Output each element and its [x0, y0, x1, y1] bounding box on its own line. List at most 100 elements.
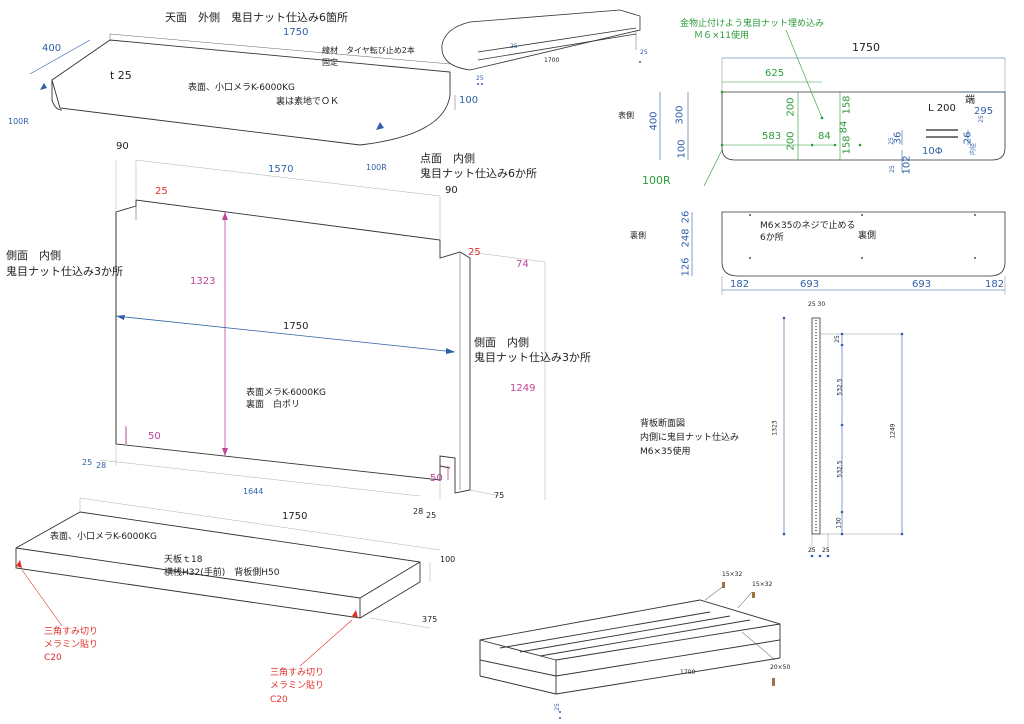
main-surface-1: 表面メラK-6000KG: [246, 388, 326, 398]
section-title-1: 背板断面図: [640, 419, 686, 429]
right-small-a: 25: [887, 137, 895, 145]
main-1249: 1249: [510, 383, 536, 394]
bottom-plate: 天板ｔ18: [164, 555, 203, 565]
top-panel-title: 天面 外側 鬼目ナット仕込み6箇所: [165, 11, 348, 24]
right-small-c: 25: [977, 115, 985, 123]
right-depth: 400: [648, 111, 660, 131]
right-r100: 100R: [642, 174, 671, 187]
right-small-b: 25: [888, 165, 896, 173]
section-title-2: 内側に鬼目ナット仕込み: [640, 433, 740, 443]
bottom-1750: 1750: [282, 511, 308, 522]
section-130: 130: [835, 517, 843, 529]
tray-20x50: 20×50: [770, 664, 791, 671]
bottom-right-3: C20: [270, 695, 288, 705]
bottom-left-2: メラミン貼り: [44, 640, 99, 650]
main-dim-lines: [115, 212, 456, 480]
top-small-25a: 25: [510, 43, 518, 50]
right-625: 625: [765, 68, 785, 79]
back-693b: 693: [912, 279, 932, 290]
tray-drawing: [479, 584, 781, 695]
bottom-surface: 表面、小口メラK-6000KG: [50, 532, 157, 542]
label-side-right-2: 鬼目ナット仕込み3か所: [474, 351, 591, 364]
main-1644: 1644: [243, 487, 264, 496]
right-36: 36: [892, 131, 904, 145]
right-back-view-drawing: [691, 211, 1006, 295]
section-25top: 25: [833, 335, 841, 343]
top-panel-drawing: [29, 33, 456, 146]
main-25c: 25: [82, 458, 93, 467]
top-radius-right: 100R: [366, 163, 387, 172]
top-length: 1750: [283, 27, 309, 38]
label-side-right-1: 側面 内側: [474, 336, 529, 349]
right-583: 583: [762, 131, 782, 142]
right-end: 端: [965, 95, 975, 106]
main-panel-drawing: [99, 159, 546, 500]
top-depth: 400: [42, 43, 62, 54]
tray-15x32a: 15×32: [722, 571, 743, 578]
bottom-right-1: 三角すみ切り: [270, 668, 325, 678]
label-side-left-1: 側面 内側: [6, 249, 61, 262]
bottom-leaders: [21, 569, 353, 667]
right-200b: 200: [785, 131, 797, 151]
right-200a: 200: [785, 97, 797, 117]
right-300: 300: [674, 105, 686, 125]
top-surface: 表面、小口メラK-6000KG: [188, 83, 295, 93]
back-248: 248: [680, 228, 692, 248]
main-1750: 1750: [283, 321, 309, 332]
section-view-dots: [782, 316, 904, 558]
top-small-25c: 25: [640, 49, 648, 56]
tray-1700: 1700: [680, 669, 696, 676]
back-126: 126: [680, 257, 692, 277]
top-line-material: 線材 タイヤ転び止め2本: [322, 46, 415, 55]
section-25-30: 25 30: [808, 301, 826, 308]
top-small-25b: 25: [476, 75, 484, 82]
bottom-100: 100: [440, 555, 456, 564]
right-158a: 158: [841, 95, 853, 115]
back-note-2: 6か所: [760, 233, 784, 243]
main-28b: 28: [413, 507, 424, 516]
main-28a: 28: [96, 461, 107, 470]
main-1570: 1570: [268, 164, 294, 175]
section-25l: 25: [808, 547, 816, 554]
right-note-2: Ｍ６×11使用: [694, 31, 749, 41]
label-point-1: 点面 内側: [420, 152, 475, 165]
back-note-1: M6×35のネジで止める: [760, 221, 856, 231]
back-182b: 182: [985, 279, 1005, 290]
back-note-ura: 裏側: [858, 231, 877, 241]
right-84a: 84: [818, 131, 831, 142]
tray-material-swatches: [722, 582, 775, 686]
main-25b: 25: [468, 247, 481, 258]
top-back-note: 裏は素地でＯＫ: [276, 97, 340, 107]
main-surface-2: 裏面 白ポリ: [246, 400, 301, 410]
main-90a: 90: [116, 141, 129, 152]
top-height: 100: [459, 95, 479, 106]
main-74: 74: [516, 259, 529, 270]
right-102: 102: [901, 155, 913, 175]
tray-15x32b: 15×32: [752, 581, 773, 588]
right-note-1: 金物止付けよう鬼目ナット埋め込み: [680, 19, 825, 29]
main-50a: 50: [148, 431, 161, 442]
section-5325a: 532.5: [836, 378, 844, 396]
bottom-rail: 横桟H32(手前) 背板側H50: [164, 568, 280, 578]
main-1323: 1323: [190, 276, 216, 287]
section-title-3: M6×35使用: [640, 447, 691, 457]
right-small-d: 内径: [970, 142, 978, 156]
right-top-view-dots: [720, 90, 862, 147]
bottom-375: 375: [422, 615, 438, 624]
bottom-panel-drawing: [15, 497, 441, 629]
main-90b: 90: [445, 185, 458, 196]
section-view-drawing: [783, 317, 903, 552]
section-25r: 25: [822, 547, 830, 554]
label-omote: 表側: [618, 111, 634, 120]
right-295: 295: [974, 106, 994, 117]
top-radius-left: 100R: [8, 117, 29, 126]
back-693a: 693: [800, 279, 820, 290]
main-75: 75: [494, 491, 505, 500]
label-ura: 裏側: [630, 231, 646, 240]
right-back-view-dots: [749, 214, 976, 259]
main-25a: 25: [155, 186, 168, 197]
tray-25: 25: [553, 703, 561, 711]
radius-arrow-left: [40, 83, 47, 90]
right-10phi: 10Φ: [922, 146, 943, 157]
